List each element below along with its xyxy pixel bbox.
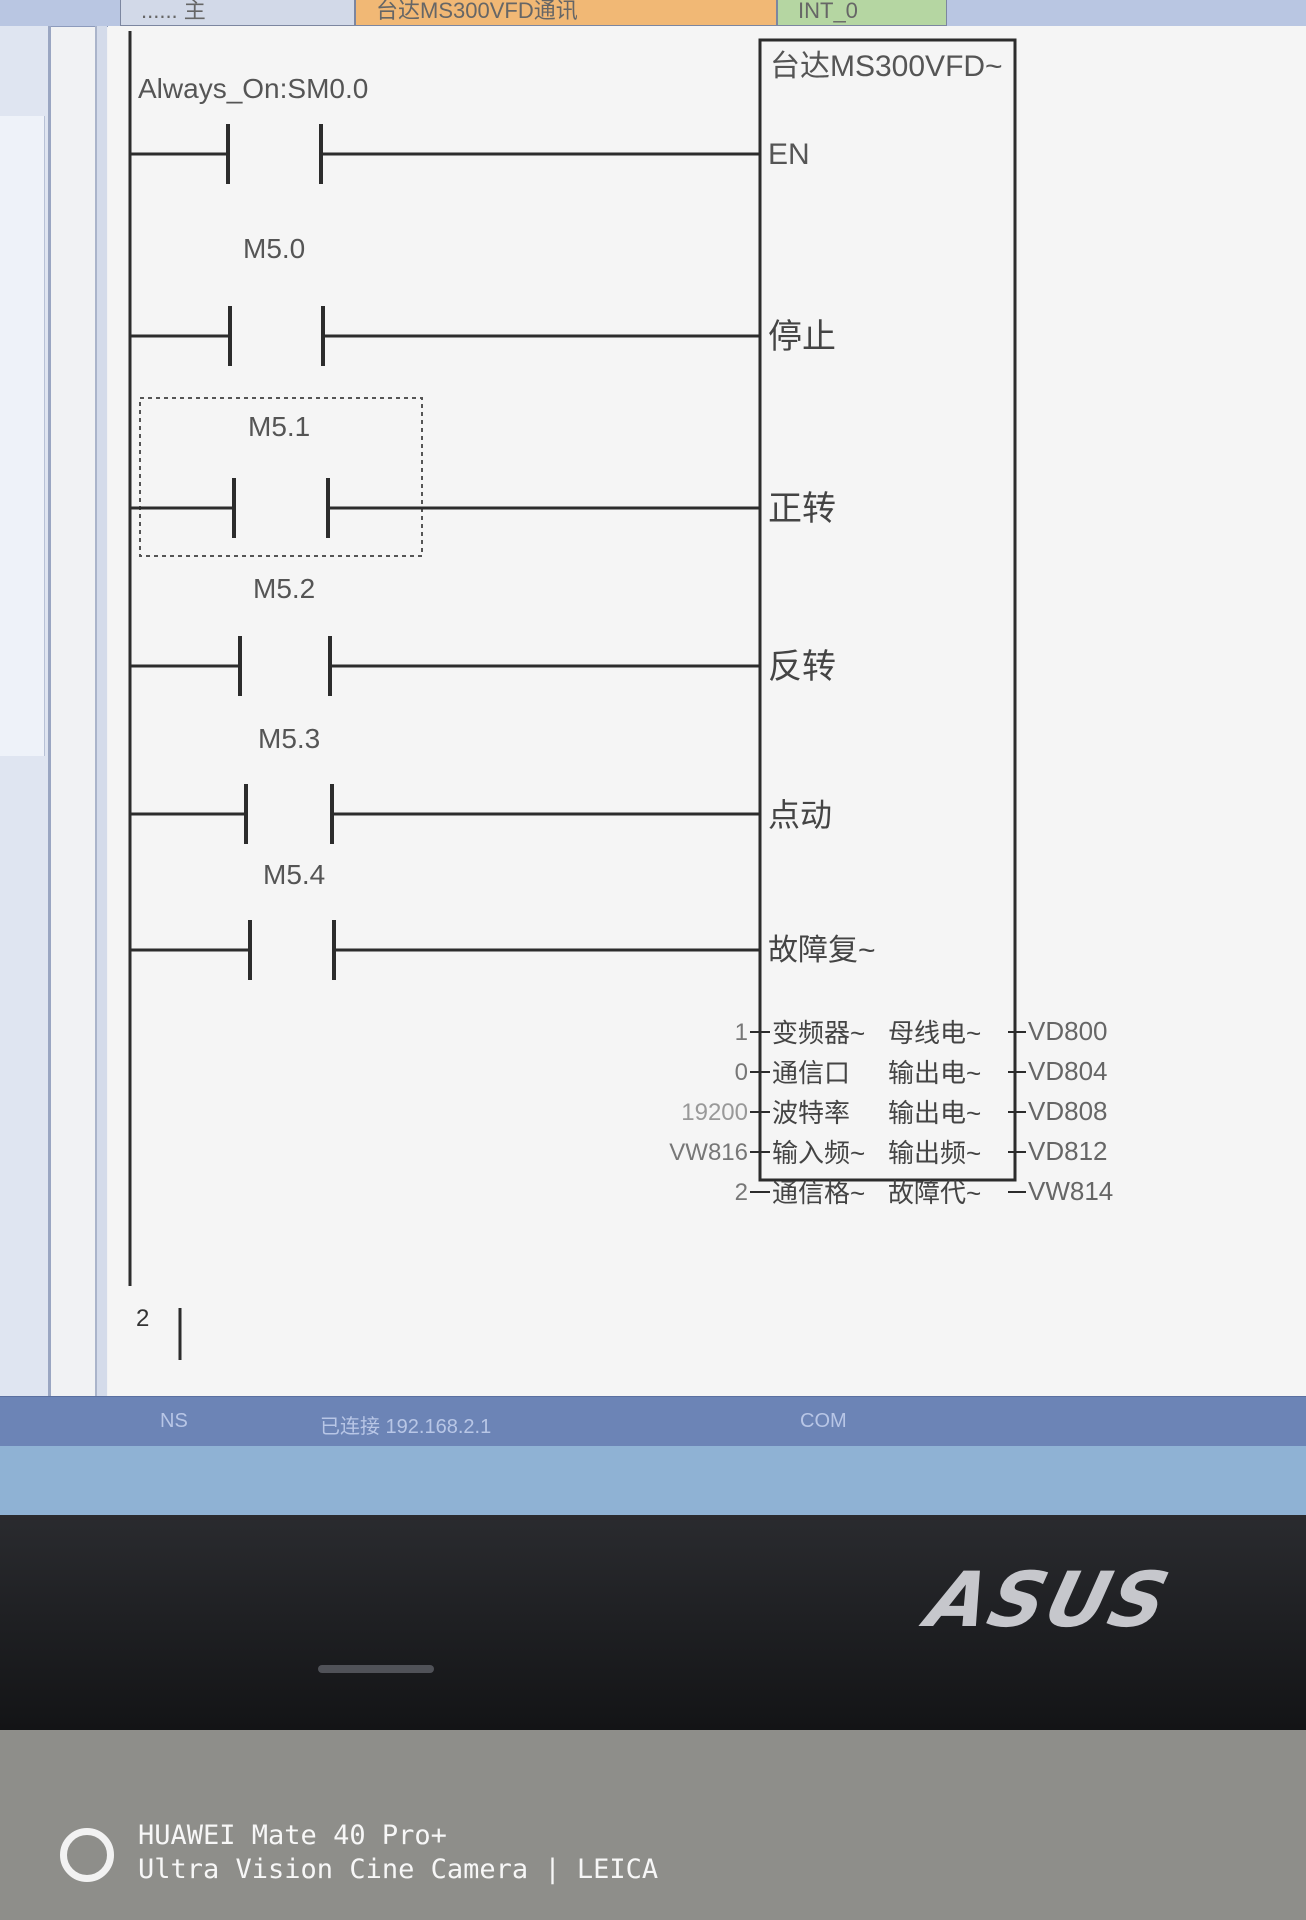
pin-label: 停止 [768,318,836,356]
tab-int0[interactable]: INT_0 [777,0,947,26]
input-value: VW816 [669,1139,748,1166]
brand-logo: ASUS [918,1555,1180,1644]
pin-label: 故障复~ [768,934,876,967]
rung-number: 2 [136,1305,149,1332]
contact-row[interactable]: M5.4 故障复~ [130,859,876,980]
contact-address: M5.2 [253,573,315,604]
output-pin: 输出频~ [888,1138,981,1168]
contact-address: M5.0 [243,233,305,264]
input-value: 19200 [681,1099,748,1126]
block-title: 台达MS300VFD~ [770,50,1003,83]
io-row[interactable]: 1 变频器~ 母线电~ VD800 [735,1016,1108,1048]
watermark-device: HUAWEI Mate 40 Pro+ [138,1820,447,1851]
watermark-camera: Ultra Vision Cine Camera | LEICA [138,1854,659,1885]
project-tree-panel [0,116,45,756]
selection-box [139,397,423,557]
power-led [318,1665,434,1673]
output-value: VD804 [1028,1056,1108,1086]
monitor-bezel: ASUS [0,1515,1306,1730]
desk-surface: HUAWEI Mate 40 Pro+ Ultra Vision Cine Ca… [0,1730,1306,1920]
status-connection: 已连接 192.168.2.1 [320,1416,492,1438]
camera-logo-icon [60,1828,114,1882]
input-pin: 输入频~ [772,1138,865,1168]
io-row[interactable]: 2 通信格~ 故障代~ VW814 [735,1176,1114,1208]
status-bar: NS 已连接 192.168.2.1 COM [0,1396,1306,1447]
output-pin: 输出电~ [888,1058,981,1088]
pin-label: 点动 [768,797,832,833]
tab-ms300vfd-comm[interactable]: 台达MS300VFD通讯 [355,0,777,26]
contact-address: Always_On:SM0.0 [138,73,368,104]
contact-address: M5.4 [263,859,325,890]
input-pin: 变频器~ [772,1018,865,1048]
input-pin: 通信格~ [772,1178,865,1208]
output-value: VD808 [1028,1096,1108,1126]
rung-gutter [95,26,107,1396]
ladder-diagram: 2 台达MS300VFD~ Always_On:SM0.0 EN M5.0 [128,31,1114,1360]
io-row[interactable]: 19200 波特率 输出电~ VD808 [681,1096,1107,1128]
io-row[interactable]: 0 通信口 输出电~ VD804 [735,1056,1108,1088]
output-value: VD800 [1028,1016,1108,1046]
input-value: 1 [735,1019,748,1046]
contact-address: M5.1 [248,411,310,442]
output-value: VD812 [1028,1136,1108,1166]
input-pin: 通信口 [772,1058,850,1088]
ladder-editor[interactable]: 2 台达MS300VFD~ Always_On:SM0.0 EN M5.0 [108,26,1306,1396]
monitor-screen: ...... 主 台达MS300VFD通讯 INT_0 2 台达MS300VFD… [0,0,1306,1515]
io-row[interactable]: VW816 输入频~ 输出频~ VD812 [669,1136,1107,1168]
input-value: 2 [735,1179,748,1206]
project-tree-pane[interactable] [0,26,51,1396]
status-com: COM [800,1410,847,1432]
output-value: VW814 [1028,1176,1113,1206]
contact-row[interactable]: M5.3 点动 [130,723,832,844]
pin-label: 正转 [768,490,836,528]
program-tab-bar: ...... 主 台达MS300VFD通讯 INT_0 [0,0,1306,27]
input-pin: 波特率 [772,1098,850,1128]
pin-label: 反转 [768,648,836,686]
output-pin: 故障代~ [888,1178,981,1208]
output-pin: 母线电~ [888,1018,981,1048]
tab-main[interactable]: ...... 主 [120,0,355,26]
status-ns: NS [160,1410,188,1432]
input-value: 0 [735,1059,748,1086]
ms300vfd-block[interactable] [758,38,1017,1182]
contact-row[interactable]: M5.0 停止 [130,233,836,366]
contact-row[interactable]: M5.2 反转 [130,573,836,696]
contact-address: M5.3 [258,723,320,754]
contact-row[interactable]: M5.1 正转 [130,411,836,538]
pin-label: EN [768,138,810,171]
taskbar [0,1446,1306,1515]
contact-row[interactable]: Always_On:SM0.0 EN [130,73,810,184]
output-pin: 输出电~ [888,1098,981,1128]
